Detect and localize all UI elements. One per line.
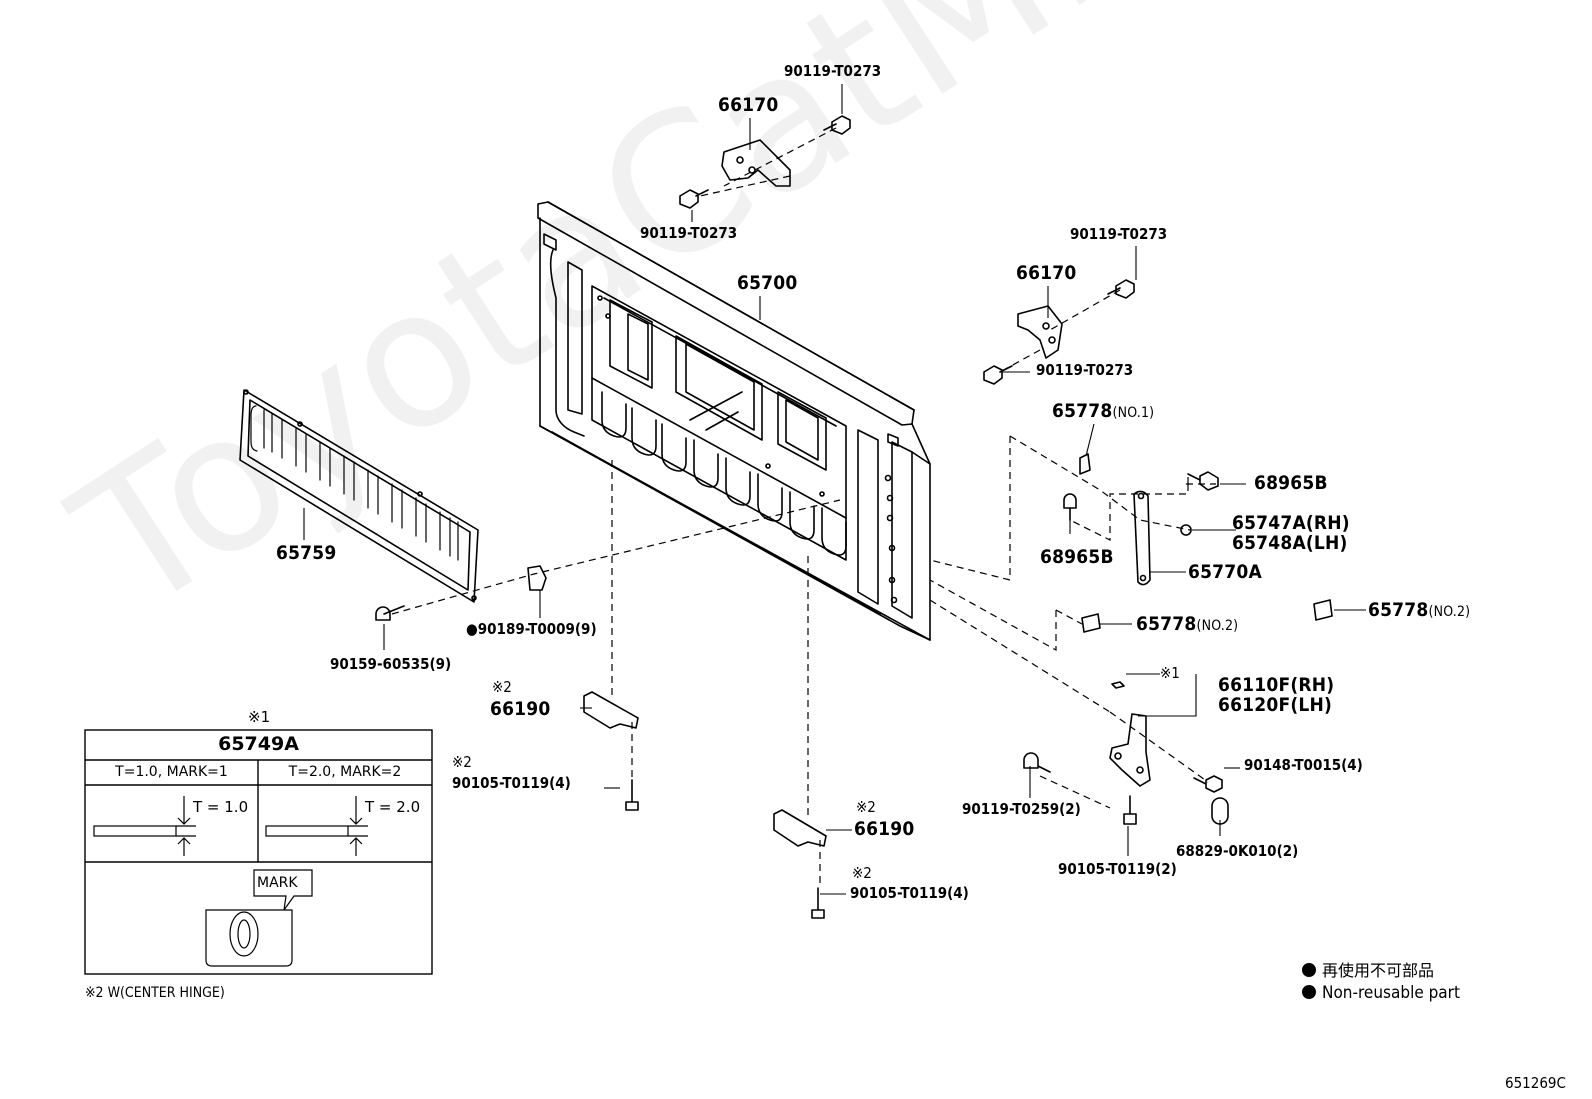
label-hinge-lh: 66120F(LH)	[1218, 694, 1332, 716]
label-center-bolt-b: 90105-T0119(4)	[850, 884, 969, 902]
label-hinge-right: 66170	[1016, 262, 1077, 284]
hinge-right-shape	[1017, 305, 1063, 359]
label-bolt-right-2: 90119-T0273	[1036, 361, 1134, 379]
diagram-code: 651269C	[1505, 1074, 1566, 1092]
shim-t1-label: T = 1.0	[193, 798, 249, 816]
label-tailgate: 65700	[737, 272, 798, 294]
stopper-no2-a-note: (NO.2)	[1196, 618, 1239, 634]
stopper-no1-number: 65778	[1052, 400, 1113, 422]
legend-en-text: Non-reusable part	[1322, 983, 1460, 1003]
label-bolt-hinge: 90148-T0015(4)	[1244, 756, 1363, 774]
bolt-hinge-shape	[1193, 775, 1223, 793]
label-bracket-rh: 65747A(RH)	[1232, 512, 1350, 534]
label-bolt-right-1: 90119-T0273	[1070, 225, 1168, 243]
label-bolt-68965b-left: 68965B	[1040, 546, 1114, 568]
stopper-no2-b-number: 65778	[1368, 599, 1429, 621]
label-bolt-lower: 90119-T0259(2)	[962, 800, 1081, 818]
label-shim-mark: ※1	[1160, 664, 1180, 682]
label-bolt-top-2: 90119-T0273	[640, 224, 738, 242]
non-reusable-dot-icon	[1302, 985, 1316, 999]
stopper-no2-b-note: (NO.2)	[1428, 604, 1471, 620]
stopper-no1-note: (NO.1)	[1112, 405, 1155, 421]
legend-jp: 再使用不可部品	[1302, 957, 1434, 981]
stopper-no2-a-number: 65778	[1136, 613, 1197, 635]
label-center-bolt-a: 90105-T0119(4)	[452, 774, 571, 792]
bolt-68965b-left	[1063, 493, 1077, 521]
center-bolt-b-shape	[811, 887, 825, 919]
tailgate-shape	[537, 201, 931, 641]
label-stopper-no2-b: 65778(NO.2)	[1368, 599, 1470, 621]
footnote-center-hinge: ※2 W(CENTER HINGE)	[85, 985, 225, 1001]
bolt-68965b-right	[1187, 471, 1219, 491]
panel-shape	[239, 389, 479, 603]
label-stopper-no2-a: 65778(NO.2)	[1136, 613, 1238, 635]
label-screw: 90159-60535(9)	[330, 655, 452, 673]
center-bolt-a-shape	[625, 779, 639, 811]
label-bushing: 68829-0K010(2)	[1176, 842, 1299, 860]
label-center-bolt-b-mark: ※2	[852, 864, 872, 882]
bolt-shapes	[679, 115, 1135, 385]
label-bolt-lower-2: 90105-T0119(2)	[1058, 860, 1177, 878]
stopper-no1-shape	[1079, 453, 1091, 475]
clip-shape	[527, 565, 547, 591]
link-shape	[1133, 490, 1151, 586]
stopper-no2-b	[1313, 599, 1333, 621]
screw-shape	[375, 605, 405, 621]
lower-hinge-shape	[1109, 713, 1151, 787]
label-center-hinge-a-mark: ※2	[492, 678, 512, 696]
shim-mark-label: MARK	[257, 875, 298, 891]
label-link: 65770A	[1188, 561, 1262, 583]
center-hinge-b-shape	[773, 809, 827, 847]
label-hinge-rh: 66110F(RH)	[1218, 674, 1335, 696]
label-clip: ●90189-T0009(9)	[466, 620, 597, 638]
center-hinge-a-shape	[583, 691, 639, 729]
label-bolt-top-1: 90119-T0273	[784, 62, 882, 80]
hinge-top-shape	[721, 139, 791, 187]
label-center-hinge-b: 66190	[854, 818, 915, 840]
shim-t2-label: T = 2.0	[365, 798, 421, 816]
bolt-lower2-shape	[1123, 795, 1137, 825]
label-bolt-68965b-right: 68965B	[1254, 472, 1328, 494]
stopper-no2-a	[1081, 613, 1101, 633]
washer-shape	[1180, 524, 1192, 536]
bushing-shape	[1211, 797, 1229, 825]
label-bracket-lh: 65748A(LH)	[1232, 532, 1348, 554]
shim-table-note-mark: ※1	[248, 708, 271, 726]
label-hinge-top: 66170	[718, 94, 779, 116]
label-center-hinge-a: 66190	[490, 698, 551, 720]
legend-en: Non-reusable part	[1302, 983, 1460, 1003]
shim-table-col2: T=2.0, MARK=2	[288, 764, 402, 780]
shim-table-col1: T=1.0, MARK=1	[115, 764, 228, 780]
label-panel: 65759	[276, 542, 337, 564]
label-center-hinge-b-mark: ※2	[856, 798, 876, 816]
label-stopper-no1: 65778(NO.1)	[1052, 400, 1154, 422]
label-center-bolt-a-mark: ※2	[452, 753, 472, 771]
non-reusable-dot-icon	[1302, 963, 1316, 977]
bolt-lower-shape	[1023, 752, 1051, 773]
shim-shape	[1111, 681, 1125, 689]
shim-table-frame	[84, 729, 433, 975]
legend-jp-text: 再使用不可部品	[1322, 961, 1435, 980]
shim-table-part: 65749A	[218, 733, 299, 755]
